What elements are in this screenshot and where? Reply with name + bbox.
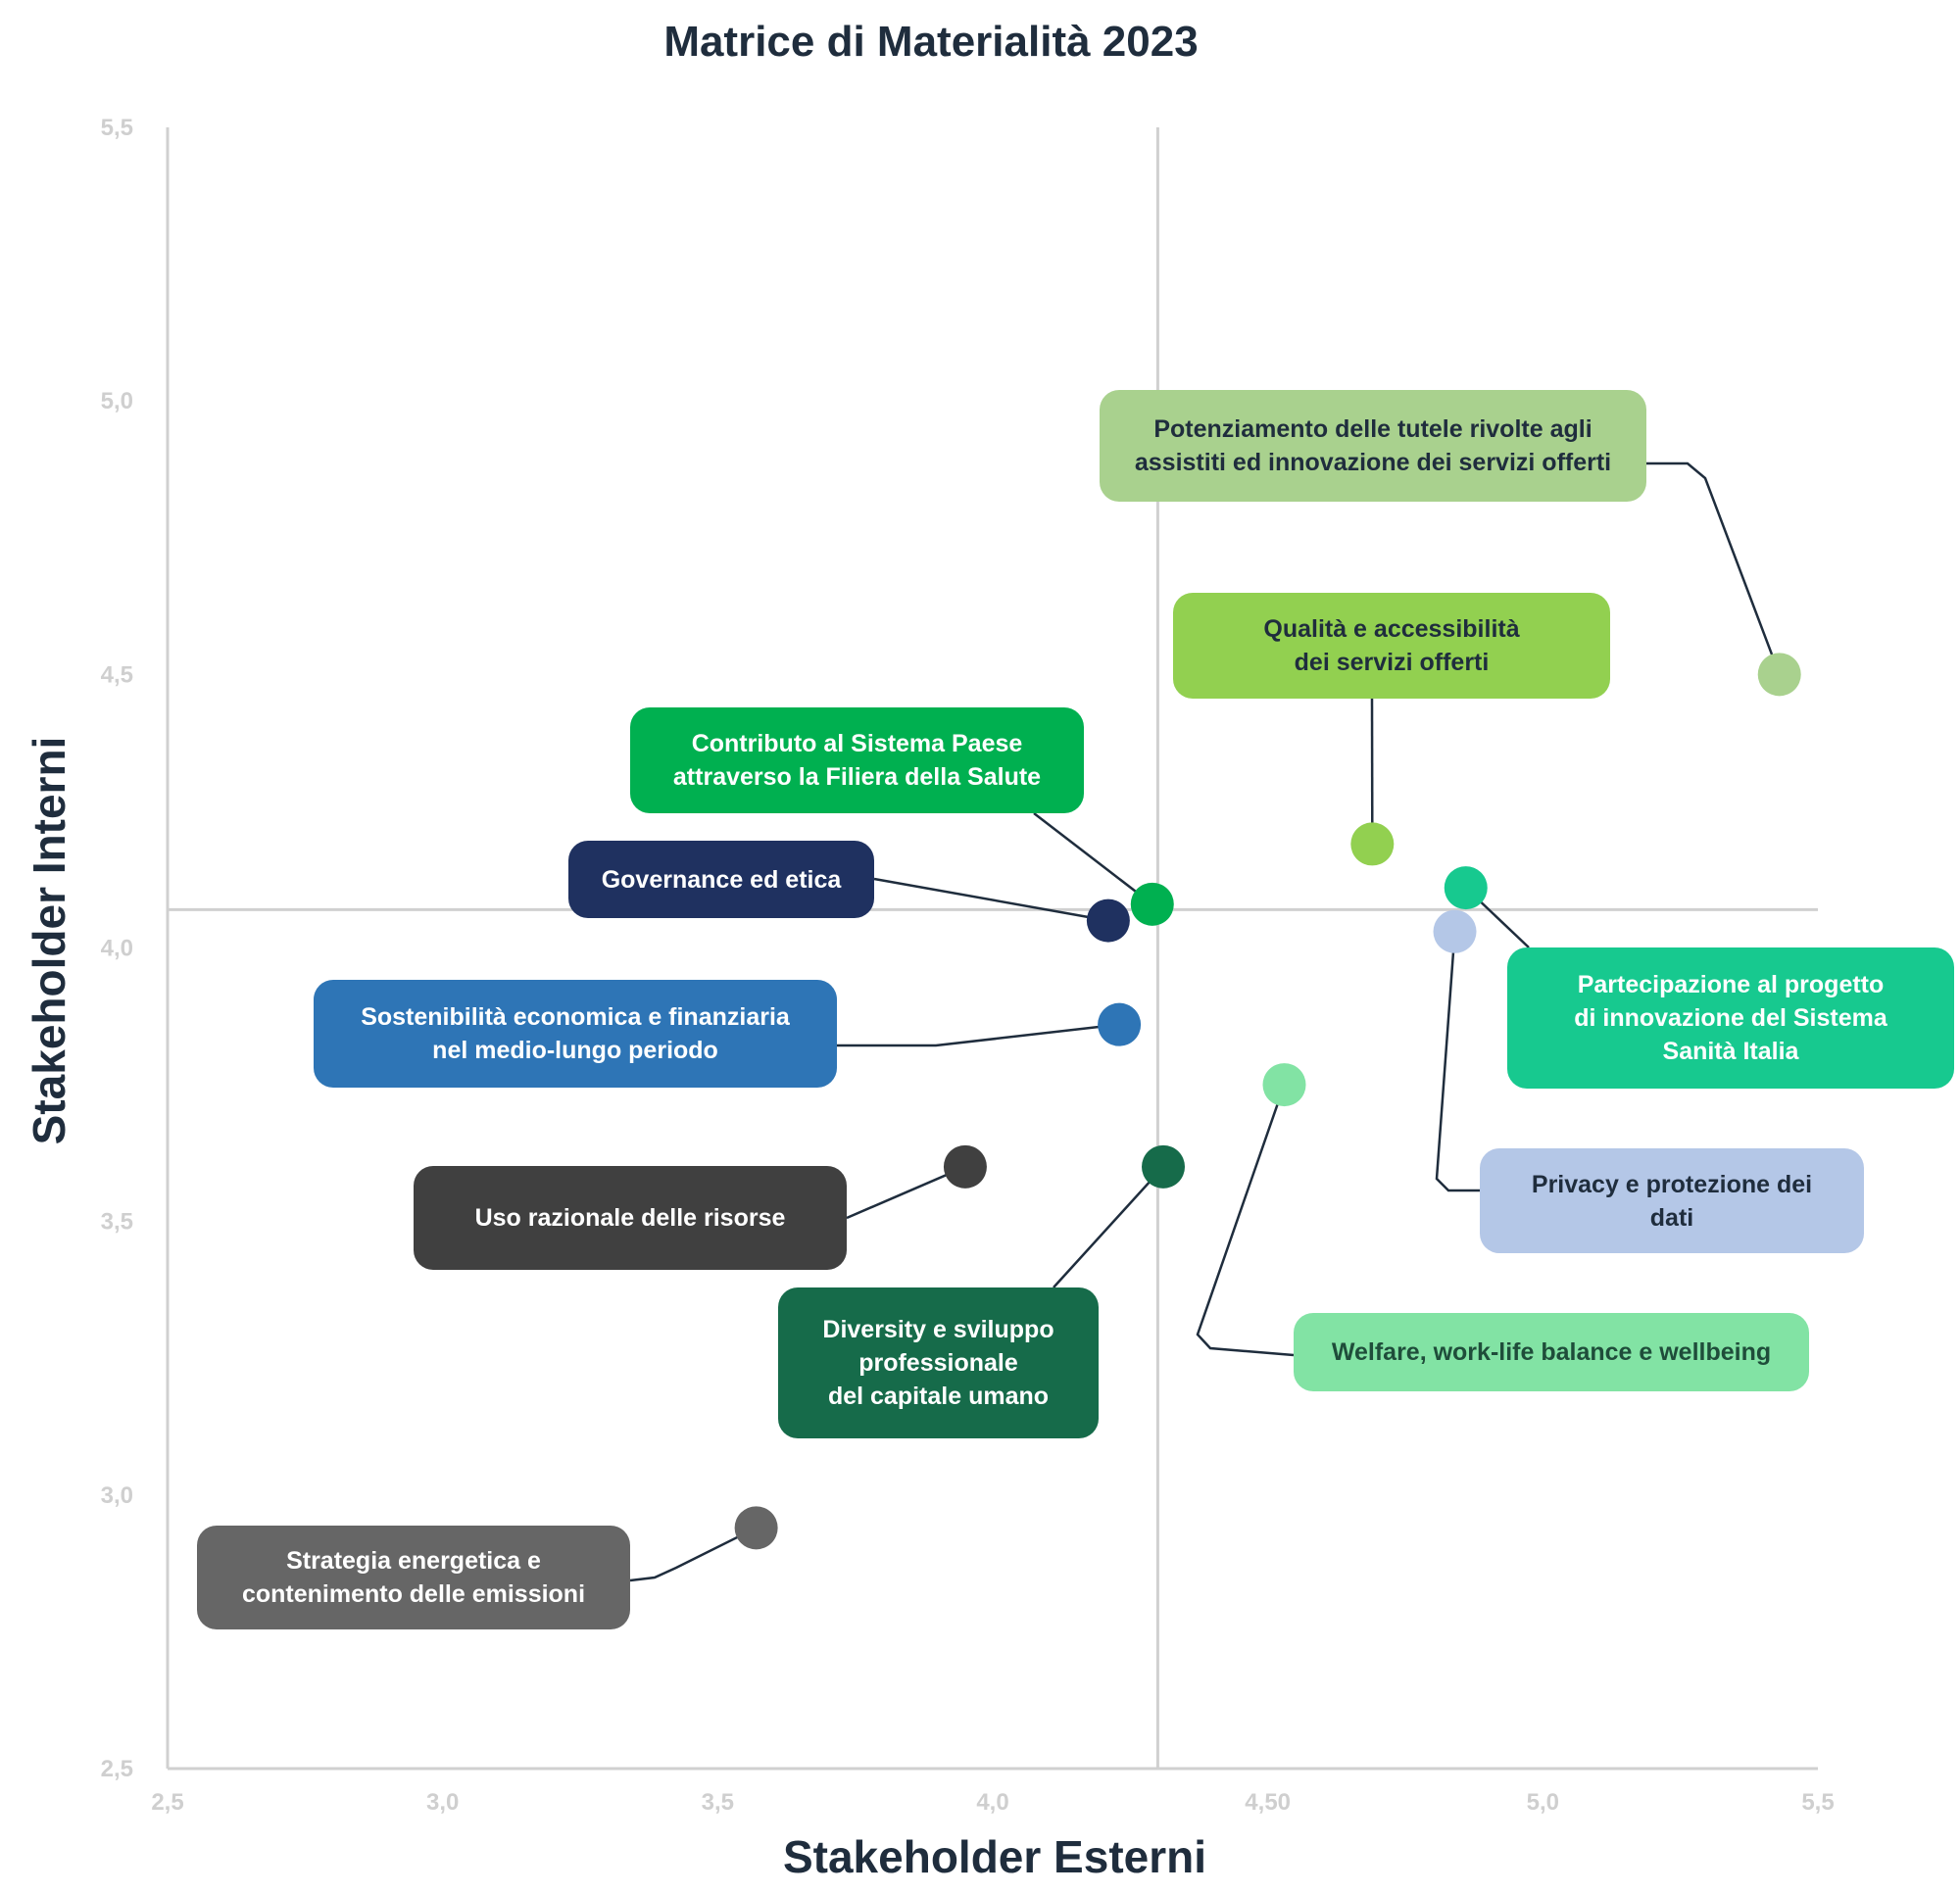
point-label: Partecipazione al progetto di innovazion… [1507, 947, 1954, 1089]
data-point [1433, 909, 1477, 953]
data-point [1262, 1063, 1306, 1107]
data-point [1757, 653, 1801, 697]
leader-lines [629, 461, 1781, 1582]
x-tick-label: 4,0 [976, 1789, 1008, 1816]
leader-line [1033, 812, 1153, 905]
data-point [943, 1144, 987, 1189]
y-tick-label: 4,0 [101, 936, 133, 962]
point-label: Contributo al Sistema Paese attraverso l… [630, 707, 1084, 813]
data-point [1086, 898, 1130, 943]
x-tick-label: 3,5 [702, 1789, 734, 1816]
y-tick-label: 3,5 [101, 1209, 133, 1236]
point-label: Strategia energetica e contenimento dell… [197, 1526, 630, 1629]
leader-line [1196, 1084, 1295, 1357]
y-tick-label: 2,5 [101, 1756, 133, 1782]
point-label: Governance ed etica [568, 841, 874, 918]
leader-line [629, 1527, 758, 1582]
leader-line [1053, 1165, 1164, 1288]
point-label: Welfare, work-life balance e wellbeing [1294, 1313, 1809, 1391]
point-label: Potenziamento delle tutele rivolte agli … [1100, 390, 1646, 502]
data-point [1444, 866, 1488, 910]
data-point [734, 1506, 778, 1550]
data-point [1130, 882, 1174, 926]
y-tick-label: 5,0 [101, 388, 133, 414]
y-tick-label: 4,5 [101, 661, 133, 688]
point-label: Sostenibilità economica e finanziaria ne… [314, 980, 837, 1088]
leader-line [837, 1023, 1120, 1047]
x-axis-label: Stakeholder Esterni [782, 1831, 1207, 1882]
leader-line [1646, 461, 1781, 675]
leader-line [873, 877, 1109, 922]
x-tick-label: 3,0 [426, 1789, 459, 1816]
point-label: Privacy e protezione dei dati [1480, 1148, 1864, 1253]
leader-line [1435, 931, 1480, 1192]
y-axis-label: Stakeholder Interni [24, 736, 74, 1145]
point-label: Diversity e sviluppo professionale del c… [778, 1287, 1099, 1438]
chart-title: Matrice di Materialità 2023 [663, 18, 1199, 66]
x-tick-label: 5,5 [1801, 1789, 1834, 1816]
point-label: Qualità e accessibilità dei servizi offe… [1173, 593, 1610, 699]
tick-labels: 2,5 3,0 3,5 4,0 4,50 5,0 5,5 5,5 5,0 4,5 4,0 3,5 3,0… [101, 115, 1835, 1816]
y-tick-label: 3,0 [101, 1482, 133, 1509]
x-tick-label: 2,5 [151, 1789, 183, 1816]
y-tick-label: 5,5 [101, 115, 133, 141]
data-point [1350, 822, 1395, 866]
x-tick-label: 4,50 [1245, 1789, 1291, 1816]
data-point [1142, 1144, 1186, 1189]
data-points [734, 653, 1801, 1550]
point-label: Uso razionale delle risorse [414, 1166, 847, 1270]
x-tick-label: 5,0 [1527, 1789, 1559, 1816]
data-point [1098, 1002, 1142, 1046]
